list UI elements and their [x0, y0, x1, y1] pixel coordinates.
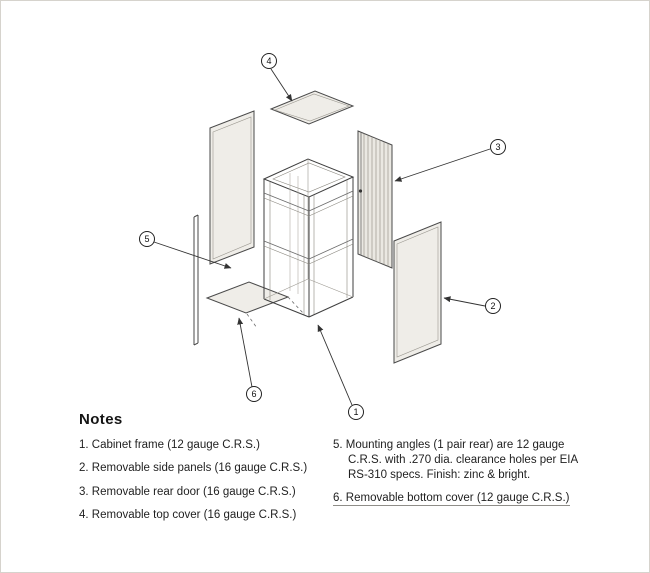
- leader-2: [443, 296, 486, 307]
- note-side-panels: 2. Removable side panels (16 gauge C.R.S…: [79, 462, 308, 475]
- mounting-angle: [193, 214, 199, 346]
- notes-column-right: 5. Mounting angles (1 pair rear) are 12 …: [333, 438, 583, 532]
- svg-text:1: 1: [353, 407, 358, 417]
- note-bottom-cover: 6. Removable bottom cover (12 gauge C.R.…: [333, 492, 570, 507]
- leader-3: [394, 148, 491, 182]
- callout-2: 2: [485, 298, 501, 314]
- bottom-cover: [205, 281, 305, 329]
- leader-5: [153, 241, 232, 269]
- svg-text:5: 5: [144, 234, 149, 244]
- left-side-panel: [209, 110, 255, 265]
- leader-lines: [153, 68, 491, 406]
- callout-6: 6: [246, 386, 262, 402]
- rear-door: [357, 130, 393, 269]
- leader-6: [237, 317, 253, 388]
- right-side-panel: [393, 221, 442, 364]
- door-latch-dot: [358, 189, 363, 193]
- svg-text:4: 4: [266, 56, 271, 66]
- callout-3: 3: [490, 139, 506, 155]
- callout-4: 4: [261, 53, 277, 69]
- note-rear-door: 3. Removable rear door (16 gauge C.R.S.): [79, 485, 296, 498]
- notes-section: Notes 1. Cabinet frame (12 gauge C.R.S.)…: [79, 411, 627, 532]
- notes-column-left: 1. Cabinet frame (12 gauge C.R.S.) 2. Re…: [79, 438, 333, 532]
- note-mounting-angles: 5. Mounting angles (1 pair rear) are 12 …: [333, 439, 578, 481]
- cabinet-frame: [262, 158, 355, 318]
- callout-1: 1: [348, 404, 364, 420]
- leader-4: [270, 68, 293, 102]
- exploded-diagram: 4 3 2 5 6 1: [139, 53, 506, 420]
- notes-title: Notes: [79, 411, 123, 428]
- leader-1: [317, 324, 353, 406]
- note-cabinet-frame: 1. Cabinet frame (12 gauge C.R.S.): [79, 439, 260, 451]
- svg-text:3: 3: [495, 142, 500, 152]
- callout-5: 5: [139, 231, 155, 247]
- note-top-cover: 4. Removable top cover (16 gauge C.R.S.): [79, 509, 297, 522]
- top-cover: [269, 90, 355, 125]
- svg-text:2: 2: [490, 301, 495, 311]
- svg-text:6: 6: [251, 389, 256, 399]
